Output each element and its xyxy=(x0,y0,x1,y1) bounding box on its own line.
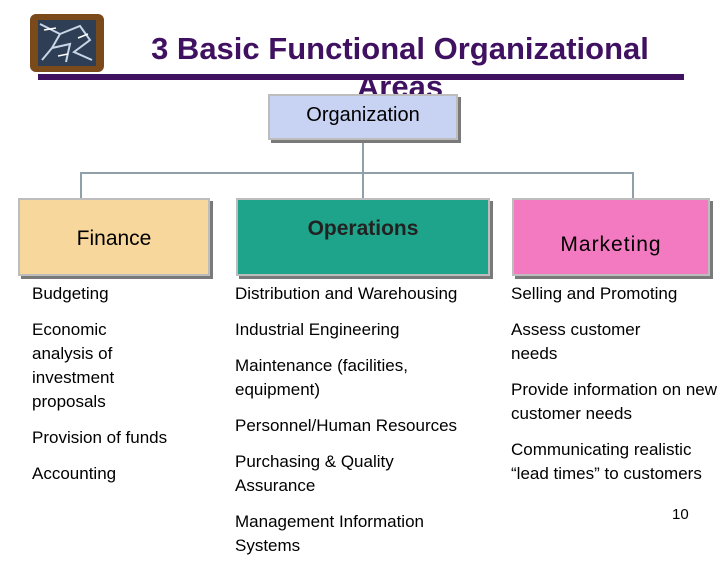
list-item: Communicating realistic “lead times” to … xyxy=(511,438,720,486)
list-item: Industrial Engineering xyxy=(235,318,515,342)
list-item: Personnel/Human Resources xyxy=(235,414,515,438)
connector-marketing xyxy=(632,172,634,198)
operations-node: Operations xyxy=(236,198,490,276)
finance-node: Finance xyxy=(18,198,210,276)
list-item: Accounting xyxy=(32,462,222,486)
list-item: Purchasing & Quality Assurance xyxy=(235,450,435,498)
list-item: Provide information on new customer need… xyxy=(511,378,720,426)
marketing-node: Marketing xyxy=(512,198,710,276)
connector-root-down xyxy=(362,142,364,174)
connector-horizontal xyxy=(80,172,634,174)
organization-label: Organization xyxy=(270,104,456,127)
list-item: Economic analysis of investment proposal… xyxy=(32,318,142,414)
organization-node: Organization xyxy=(268,94,458,140)
finance-label: Finance xyxy=(20,227,208,251)
connector-operations xyxy=(362,172,364,198)
list-item: Distribution and Warehousing xyxy=(235,282,515,306)
connector-finance xyxy=(80,172,82,198)
operations-label: Operations xyxy=(238,217,488,241)
list-item: Management Information Systems xyxy=(235,510,475,558)
list-item: Selling and Promoting xyxy=(511,282,720,306)
list-item: Assess customer needs xyxy=(511,318,671,366)
list-item: Provision of funds xyxy=(32,426,222,450)
list-item: Maintenance (facilities, equipment) xyxy=(235,354,450,402)
operations-list: Distribution and Warehousing Industrial … xyxy=(235,282,515,570)
page-number: 10 xyxy=(672,506,689,523)
finance-list: Budgeting Economic analysis of investmen… xyxy=(32,282,222,498)
list-item: Budgeting xyxy=(32,282,222,306)
marketing-label: Marketing xyxy=(514,233,708,257)
logo-icon xyxy=(30,14,104,72)
marketing-list: Selling and Promoting Assess customer ne… xyxy=(511,282,720,498)
title-divider xyxy=(38,74,684,80)
